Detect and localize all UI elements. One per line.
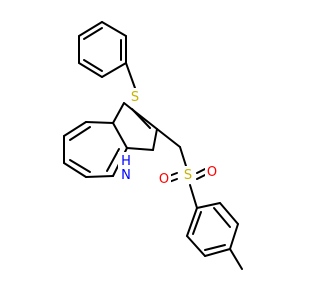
indole-core (112, 102, 158, 151)
bond-inner (83, 27, 103, 40)
bond (126, 147, 154, 151)
sulfonyl-oxygen-right-label: O (207, 165, 217, 180)
bond (85, 121, 114, 124)
bond (189, 184, 198, 209)
bond (229, 248, 243, 270)
label-bg (182, 166, 196, 182)
bond (196, 174, 206, 180)
label-bg (205, 163, 219, 179)
molecule-canvas: S H N S O O (63, 21, 243, 270)
bond (179, 146, 187, 167)
bond (112, 102, 125, 124)
bond-inner (69, 159, 91, 173)
nitrogen-hydrogen-label: H (121, 154, 131, 169)
sulfonyl-sulfur-label: S (184, 168, 192, 183)
molecule-structure: S H N S O O (63, 21, 243, 270)
bond-inner (69, 126, 91, 141)
bond (219, 202, 239, 225)
bond (101, 62, 127, 78)
bond-inner (131, 108, 151, 129)
sulfonyl-oxygen-left-label: O (159, 172, 169, 187)
bond (112, 122, 128, 149)
bond (85, 175, 114, 178)
bond-inner (204, 244, 226, 251)
bond (78, 21, 103, 37)
thioether-sulfur-label: S (131, 90, 139, 105)
bond (101, 21, 127, 37)
bond-inner (213, 207, 231, 228)
bond (196, 168, 206, 174)
label-bg (157, 170, 171, 186)
bond (229, 223, 239, 250)
bond (152, 128, 158, 151)
bond-inner (83, 59, 103, 72)
bond (204, 248, 231, 257)
bond (186, 235, 206, 257)
bond (156, 128, 181, 148)
tolyl-ring (186, 202, 239, 257)
bond (63, 162, 87, 178)
bond (186, 207, 198, 237)
benzene-ring (63, 121, 128, 178)
bond-inner (106, 148, 120, 172)
bond-inner (192, 211, 202, 235)
label-bg (118, 152, 134, 182)
bond (125, 62, 136, 89)
label-bg (128, 88, 142, 104)
bond (123, 102, 158, 130)
nitrogen-label: N (121, 168, 131, 183)
bond (78, 62, 103, 78)
bond (63, 121, 87, 137)
phenyl-ring (78, 21, 127, 78)
bond (196, 202, 221, 209)
